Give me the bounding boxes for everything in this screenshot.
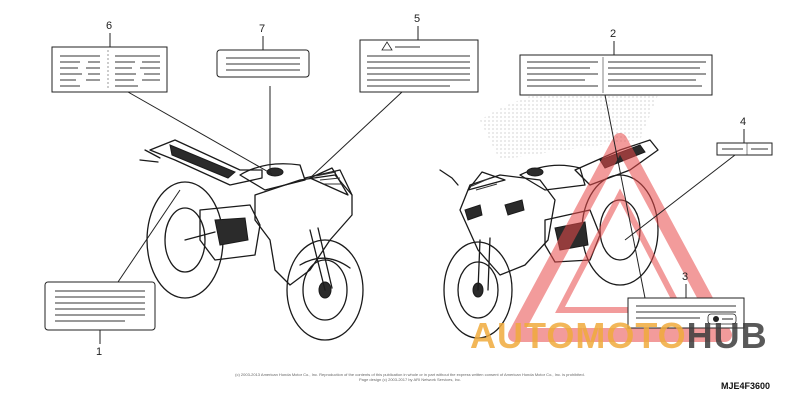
watermark-part2: HUB bbox=[686, 315, 768, 356]
copyright-notice: (c) 2003-2013 American Honda Motor Co., … bbox=[220, 372, 600, 382]
motorcycle-left-view bbox=[139, 139, 364, 341]
label-3[interactable] bbox=[627, 297, 745, 329]
callout-2: 2 bbox=[610, 28, 616, 40]
diagram-part-code: MJE4F3600 bbox=[720, 381, 770, 391]
callout-6: 6 bbox=[106, 20, 112, 32]
callout-1: 1 bbox=[96, 346, 102, 358]
watermark-text: AUTOMOTOHUB bbox=[470, 315, 768, 357]
callout-4: 4 bbox=[740, 116, 746, 128]
label-2[interactable] bbox=[519, 54, 713, 96]
label-4[interactable] bbox=[716, 142, 773, 156]
label-5[interactable] bbox=[359, 39, 479, 93]
copyright-line-1: (c) 2003-2013 American Honda Motor Co., … bbox=[235, 372, 585, 377]
callout-7: 7 bbox=[259, 23, 265, 35]
label-6[interactable] bbox=[51, 46, 168, 93]
watermark-part1: AUTOMOTO bbox=[470, 315, 687, 356]
copyright-line-2: Page design (c) 2003-2017 by ARI Network… bbox=[358, 377, 462, 382]
label-7[interactable] bbox=[216, 49, 310, 78]
callout-5: 5 bbox=[414, 13, 420, 25]
label-1[interactable] bbox=[44, 281, 156, 331]
watermark-logo bbox=[508, 133, 732, 342]
callout-3: 3 bbox=[682, 271, 688, 283]
